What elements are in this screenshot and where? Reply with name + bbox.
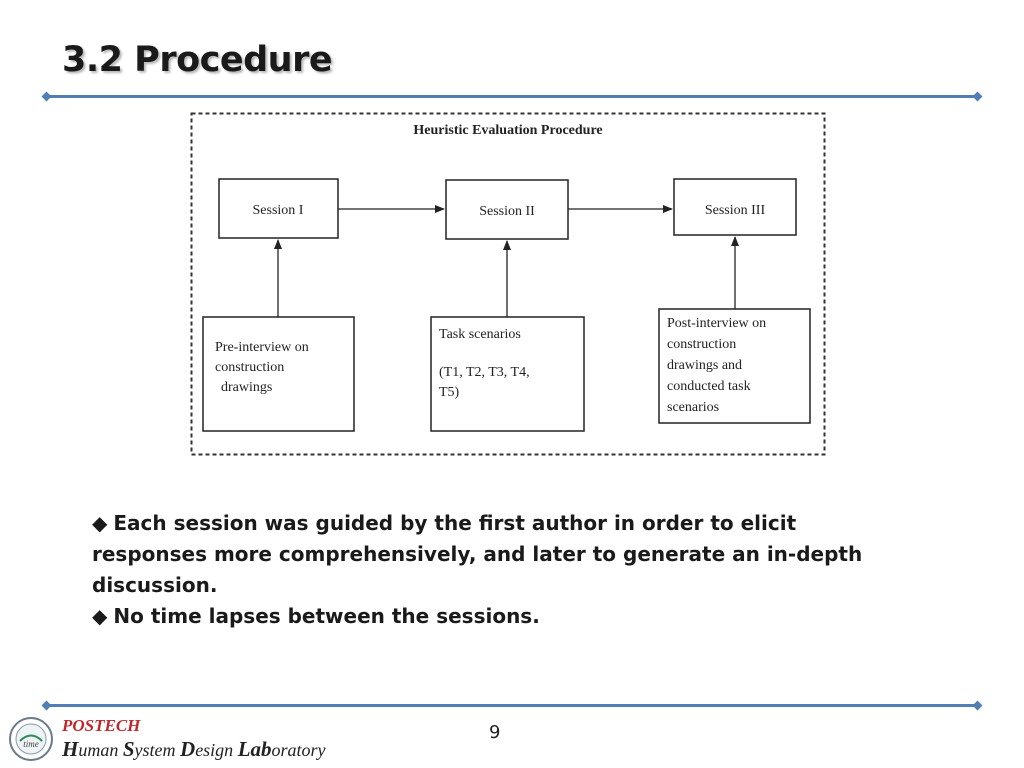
input-line: conducted task — [667, 379, 751, 394]
diagram-frame — [190, 112, 826, 456]
input-line: Post-interview on — [667, 316, 766, 331]
input-box-1: Pre-interview on construction drawings — [202, 316, 355, 432]
lab-initial: H — [62, 737, 79, 761]
footer-lab-name: Human System Design Laboratory — [62, 737, 326, 762]
input-line: (T1, T2, T3, T4, — [439, 365, 530, 380]
input-line: drawings and — [667, 358, 742, 373]
diagram-title: Heuristic Evaluation Procedure — [413, 123, 602, 138]
seal-text: time — [23, 739, 39, 749]
title-divider — [46, 95, 978, 98]
postech-seal-logo: time — [8, 716, 54, 762]
lab-initial: S — [122, 737, 135, 761]
session-box-2: Session II — [445, 179, 569, 240]
bullet-list: ◆Each session was guided by the first au… — [92, 508, 942, 632]
bullet-text: Each session was guided by the first aut… — [113, 511, 797, 535]
session-box-1: Session I — [218, 178, 339, 239]
input-line: scenarios — [667, 400, 719, 415]
diamond-icon: ◆ — [92, 604, 108, 628]
bullet-text-continued: responses more comprehensively, and late… — [92, 542, 863, 566]
seal-icon: time — [9, 717, 53, 761]
page-number: 9 — [489, 722, 501, 743]
input-box-2: Task scenarios (T1, T2, T3, T4, T5) — [430, 316, 585, 432]
lab-word: oratory — [271, 740, 326, 760]
lab-word: ystem — [134, 740, 181, 760]
session-label: Session III — [705, 203, 766, 218]
input-line: construction — [215, 360, 284, 375]
lab-word: uman — [78, 740, 123, 760]
bullet-text-continued: discussion. — [92, 573, 218, 597]
input-line: Task scenarios — [439, 327, 521, 342]
input-line: T5) — [439, 385, 460, 400]
input-box-3: Post-interview on construction drawings … — [658, 308, 811, 424]
footer-org-name: POSTECH — [62, 716, 141, 735]
diamond-icon: ◆ — [92, 511, 108, 535]
bullet-text: No time lapses between the sessions. — [113, 604, 540, 628]
session-box-3: Session III — [673, 178, 797, 236]
input-line: drawings — [221, 380, 272, 395]
footer-divider — [46, 704, 978, 707]
lab-initial: D — [180, 737, 196, 761]
slide-title: 3.2 Procedure — [62, 40, 333, 80]
lab-word: esign — [195, 740, 238, 760]
lab-initial: Lab — [237, 737, 272, 761]
session-label: Session I — [253, 203, 304, 218]
session-label: Session II — [479, 204, 535, 219]
bullet-item: ◆No time lapses between the sessions. — [92, 601, 942, 632]
bullet-item: ◆Each session was guided by the first au… — [92, 508, 942, 539]
input-line: Pre-interview on — [215, 340, 309, 355]
diagram-canvas: Heuristic Evaluation Procedure Session I… — [190, 112, 826, 456]
input-line: construction — [667, 337, 736, 352]
procedure-diagram: Heuristic Evaluation Procedure Session I… — [190, 112, 826, 456]
